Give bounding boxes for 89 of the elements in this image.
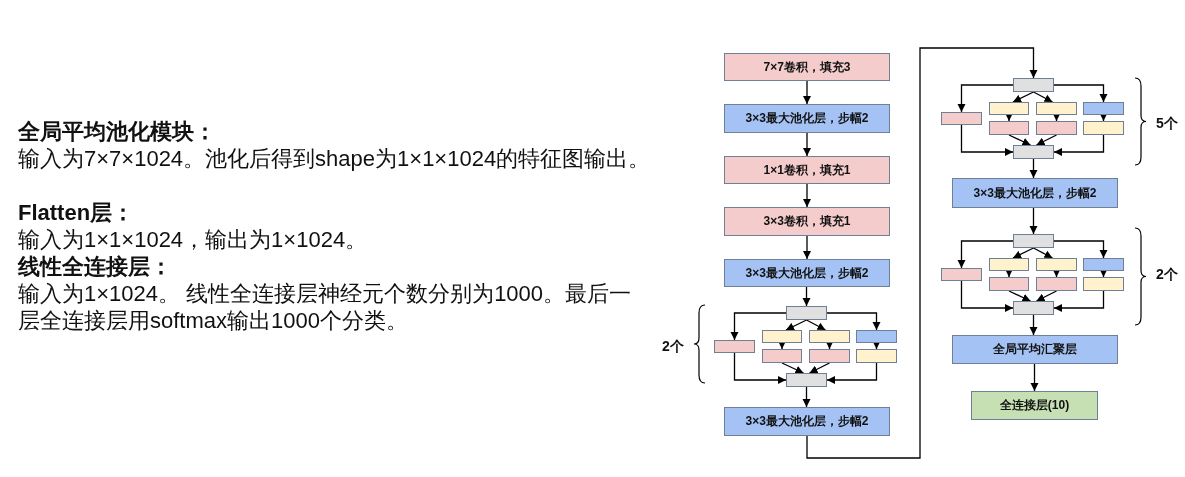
- empty-box: [1036, 102, 1077, 115]
- arrow: [803, 132, 811, 157]
- empty-box: [989, 277, 1029, 291]
- arrow: [872, 341, 881, 350]
- empty-box: [856, 330, 897, 343]
- arrow: [778, 341, 786, 350]
- arrow: [1053, 240, 1108, 259]
- arrow: [826, 362, 878, 384]
- layer-box: 3×3最大池化层，步幅2: [952, 178, 1118, 208]
- arrow: [808, 362, 831, 374]
- arrow: [785, 319, 808, 331]
- arrow: [957, 84, 1014, 113]
- empty-box: [762, 349, 802, 363]
- paragraph: 输入为7×7×1024。池化后得到shape为1×1×1024的特征图输出。: [18, 145, 652, 172]
- count-label: 5个: [1156, 114, 1178, 133]
- arrow: [1053, 134, 1105, 156]
- arrow: [1030, 363, 1039, 392]
- arrow: [1099, 113, 1108, 122]
- empty-box: [1013, 234, 1054, 248]
- empty-box: [1036, 277, 1077, 291]
- arrow: [1008, 290, 1032, 302]
- empty-box: [989, 258, 1029, 271]
- empty-box: [1083, 102, 1124, 115]
- arrow: [1005, 269, 1013, 278]
- count-label: 2个: [1156, 265, 1178, 284]
- arrow: [1008, 134, 1032, 146]
- arrow: [1005, 113, 1013, 122]
- layer-box: 3×3最大池化层，步幅2: [724, 104, 890, 133]
- arrow: [1032, 91, 1054, 103]
- layer-box: 全连接层(10): [971, 391, 1098, 420]
- paragraph: 输入为1×1×1024，输出为1×1024。: [18, 226, 369, 253]
- empty-box: [809, 330, 850, 343]
- arrow: [803, 80, 811, 105]
- layer-box: 3×3卷积，填充1: [724, 207, 890, 236]
- arrow: [802, 286, 811, 307]
- empty-box: [1083, 277, 1124, 291]
- empty-box: [989, 102, 1029, 115]
- empty-box: [941, 268, 982, 281]
- empty-box: [1013, 301, 1054, 315]
- empty-box: [762, 330, 802, 343]
- arrow: [825, 341, 834, 350]
- count-label: 2个: [662, 337, 684, 356]
- empty-box: [809, 349, 850, 363]
- empty-box: [1036, 121, 1077, 135]
- arrow: [960, 280, 1014, 312]
- arrow: [1012, 91, 1035, 103]
- arrow: [781, 362, 805, 374]
- heading: Flatten层：: [18, 199, 136, 226]
- arrow: [1029, 207, 1038, 235]
- heading: 全局平均池化模块：: [18, 118, 217, 145]
- arrow: [826, 312, 881, 331]
- layer-box: 全局平均汇聚层: [952, 335, 1118, 364]
- arrow: [957, 240, 1014, 269]
- empty-box: [1013, 78, 1054, 92]
- empty-box: [1013, 145, 1054, 159]
- arrow: [1099, 269, 1108, 278]
- layer-box: 7×7卷积，填充3: [724, 53, 890, 81]
- empty-box: [989, 121, 1029, 135]
- arrow: [1053, 290, 1105, 312]
- empty-box: [941, 112, 982, 125]
- empty-box: [714, 340, 755, 353]
- heading: 线性全连接层：: [18, 253, 173, 280]
- arrow: [1053, 84, 1108, 103]
- empty-box: [1036, 258, 1077, 271]
- layer-box: 3×3最大池化层，步幅2: [724, 259, 890, 287]
- layer-box: 3×3最大池化层，步幅2: [724, 407, 890, 436]
- arrow: [1032, 247, 1054, 259]
- arrow: [805, 319, 827, 331]
- arrow: [733, 352, 787, 384]
- arrow: [960, 124, 1014, 156]
- empty-box: [1083, 258, 1124, 271]
- paragraph: 输入为1×1024。 线性全连接层神经元个数分别为1000。最后一层全连接层用softmax输出1000个分类。: [18, 280, 633, 334]
- empty-box: [786, 373, 827, 387]
- arrow: [803, 183, 811, 208]
- arrow: [802, 386, 811, 408]
- empty-box: [1083, 121, 1124, 135]
- arrow: [1029, 314, 1038, 336]
- arrow: [1029, 158, 1038, 179]
- arrow: [1052, 113, 1061, 122]
- layer-box: 1×1卷积，填充1: [724, 156, 890, 184]
- arrow: [730, 312, 787, 341]
- arrow: [1052, 269, 1061, 278]
- empty-box: [786, 306, 827, 320]
- arrow: [1035, 134, 1058, 146]
- arrow: [1012, 247, 1035, 259]
- arrow: [806, 47, 1038, 459]
- empty-box: [856, 349, 897, 363]
- arrow: [803, 235, 811, 260]
- arrow: [1035, 290, 1058, 302]
